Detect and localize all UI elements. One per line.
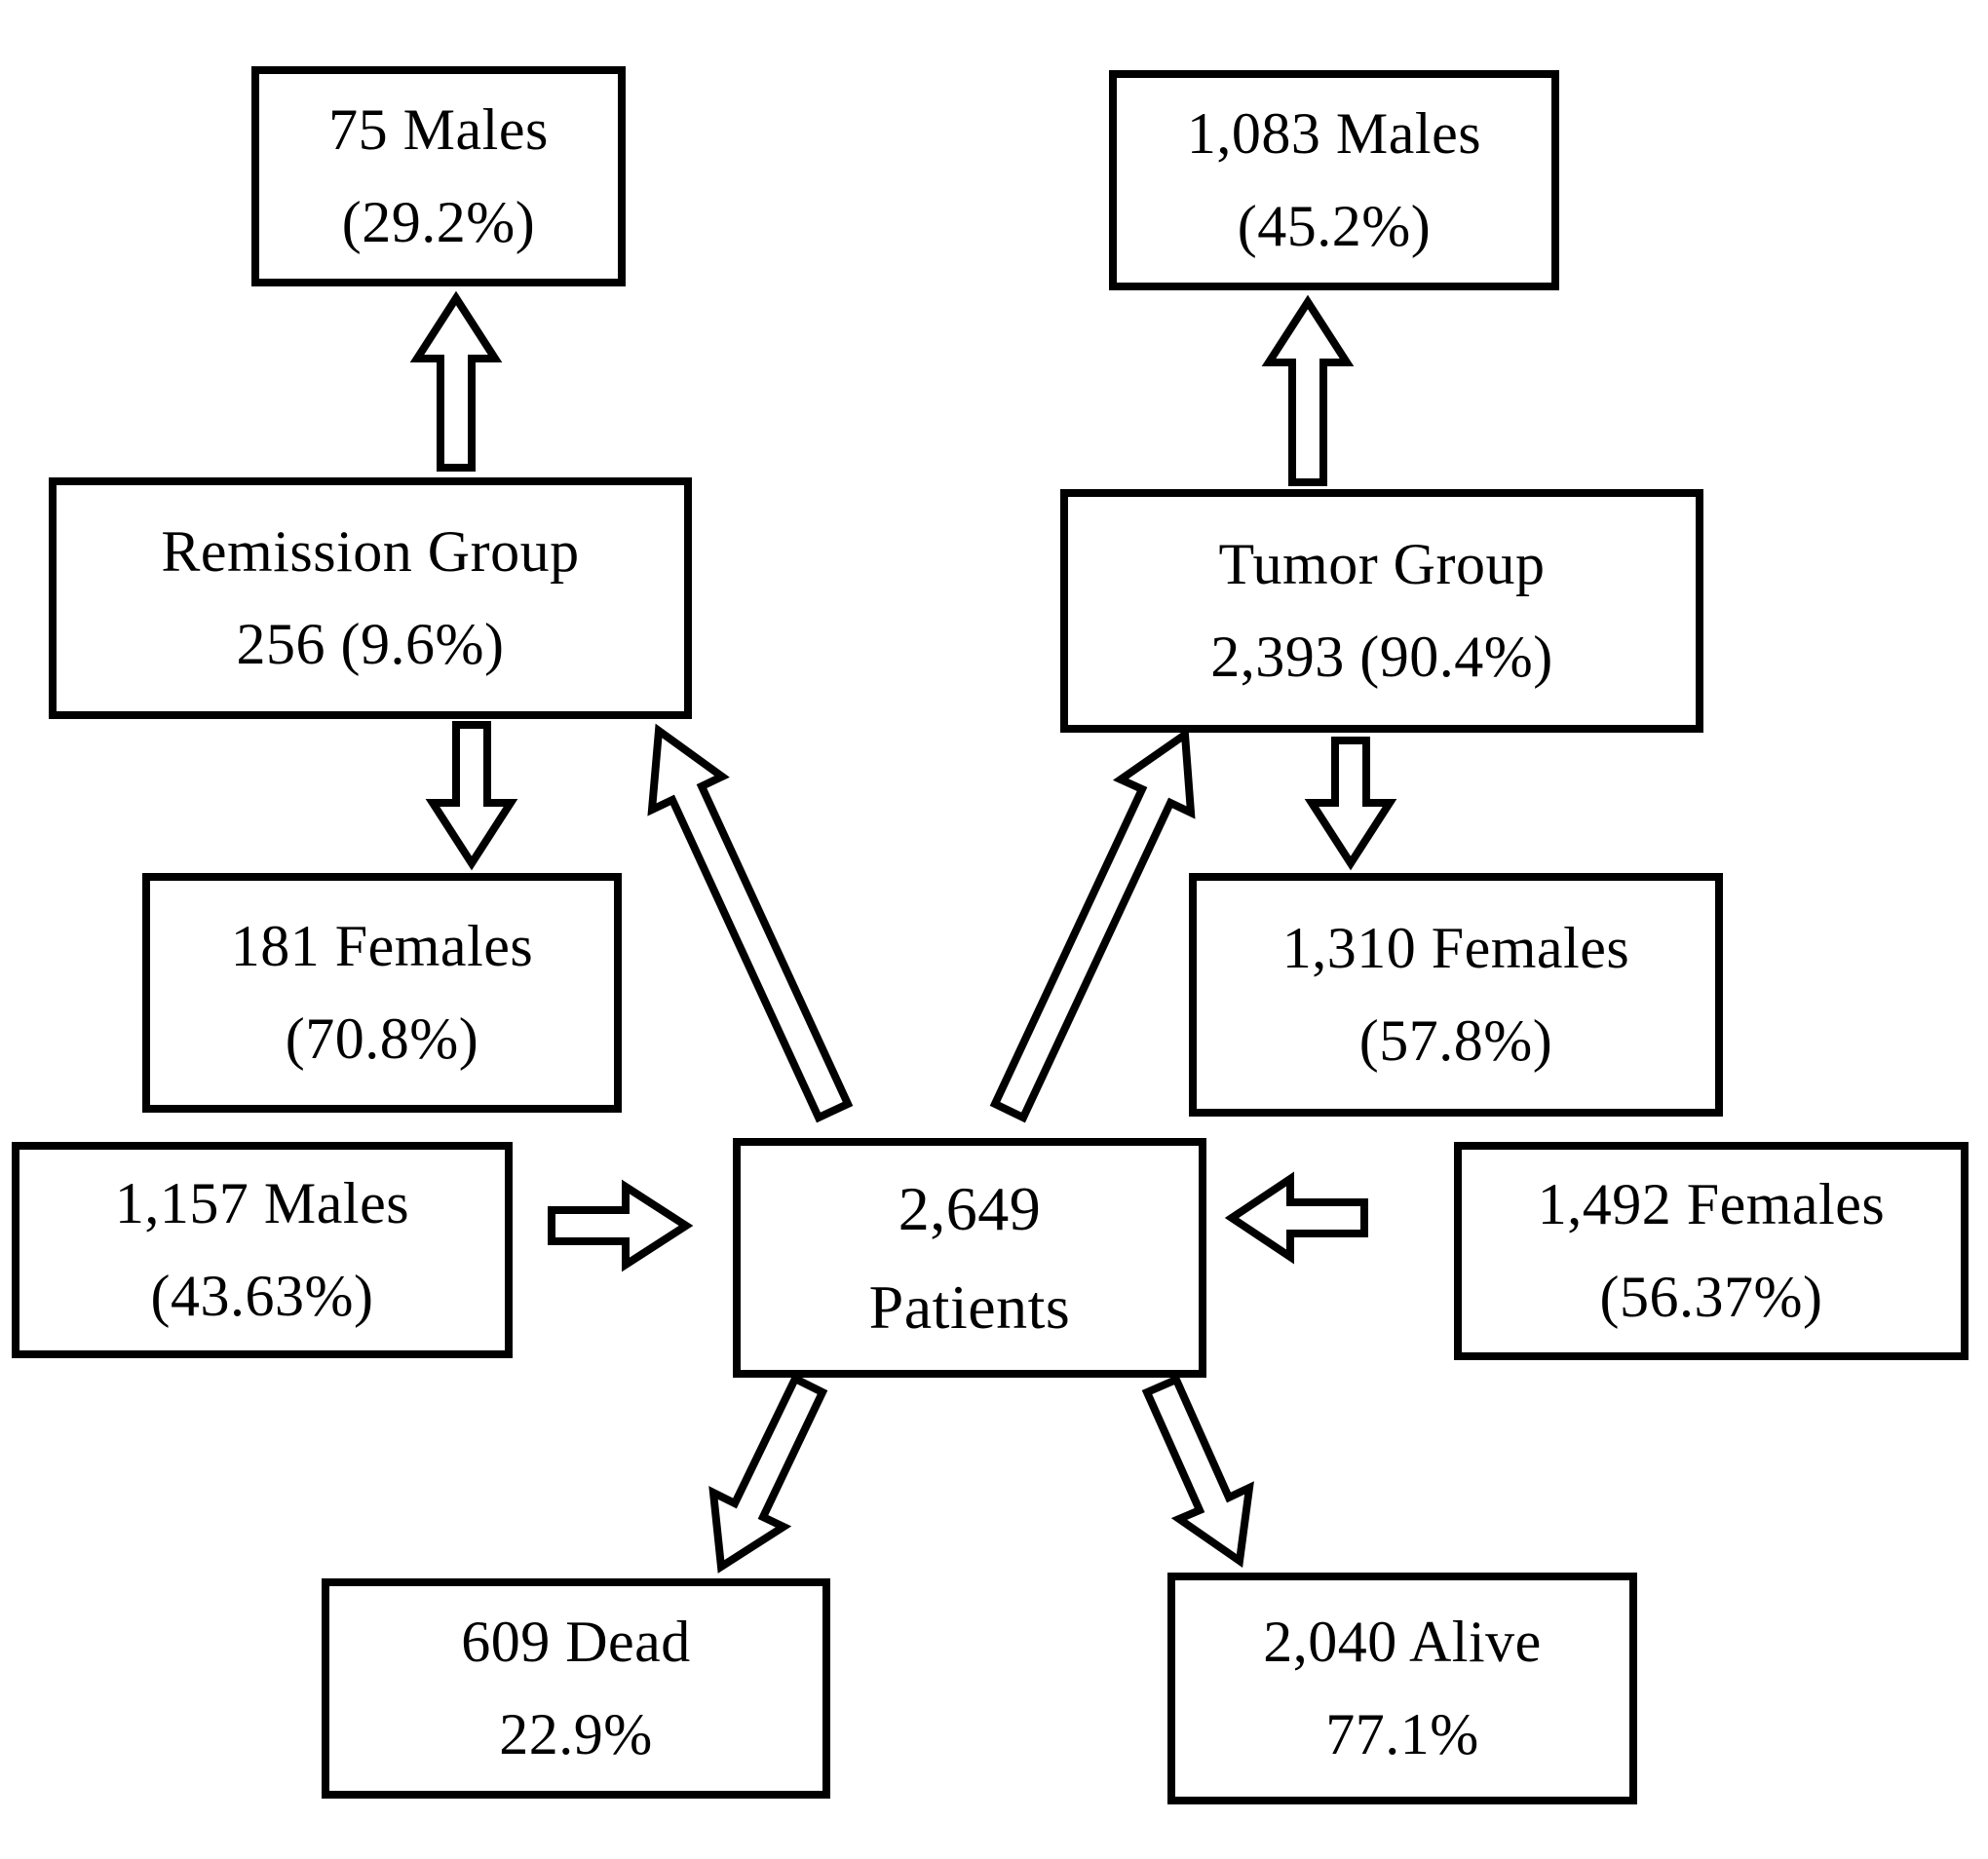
box-males-1083-line2: (45.2%) [1237,194,1432,258]
arrow-patients-to-tumor-icon [989,727,1196,1123]
box-dead-line2: 22.9% [499,1702,653,1766]
box-patients-total: 2,649 Patients [733,1138,1206,1378]
box-dead-line1: 609 Dead [461,1610,691,1675]
arrow-patients-to-remission-icon [647,723,854,1123]
arrow-males-1157-to-patients-icon [548,1179,694,1272]
box-dead: 609 Dead 22.9% [322,1578,830,1799]
box-tumor-group-line2: 2,393 (90.4%) [1210,625,1553,689]
box-alive: 2,040 Alive 77.1% [1167,1573,1637,1804]
arrow-remission-to-males-75-icon [409,290,503,472]
box-males-1083-line1: 1,083 Males [1186,101,1482,167]
box-tumor-group: Tumor Group 2,393 (90.4%) [1060,489,1703,733]
box-patients-total-line1: 2,649 [898,1173,1042,1243]
box-tumor-group-line1: Tumor Group [1218,532,1546,597]
arrow-tumor-to-males-1083-icon [1261,294,1355,486]
box-males-75-line1: 75 Males [328,97,549,163]
arrow-females-1492-to-patients-icon [1224,1171,1368,1265]
box-patients-total-line2: Patients [868,1272,1071,1342]
box-females-1492-line1: 1,492 Females [1537,1172,1886,1237]
box-females-1310-line1: 1,310 Females [1281,916,1630,981]
box-females-1310: 1,310 Females (57.8%) [1189,873,1723,1117]
box-females-181: 181 Females (70.8%) [142,873,622,1113]
box-alive-line1: 2,040 Alive [1263,1610,1542,1675]
box-males-1157: 1,157 Males (43.63%) [12,1142,513,1358]
box-males-75-line2: (29.2%) [341,190,536,254]
box-males-75: 75 Males (29.2%) [251,66,626,286]
box-males-1083: 1,083 Males (45.2%) [1109,70,1559,290]
box-females-1310-line2: (57.8%) [1358,1008,1553,1073]
box-females-181-line2: (70.8%) [285,1006,479,1071]
arrow-tumor-to-females-1310-icon [1304,737,1397,871]
box-females-181-line1: 181 Females [230,914,534,979]
box-males-1157-line1: 1,157 Males [114,1171,410,1236]
box-remission-group-line1: Remission Group [161,519,580,585]
box-males-1157-line2: (43.63%) [150,1264,374,1328]
box-alive-line2: 77.1% [1325,1702,1479,1766]
arrow-patients-to-alive-icon [1141,1374,1254,1569]
box-remission-group: Remission Group 256 (9.6%) [49,477,692,719]
box-females-1492: 1,492 Females (56.37%) [1454,1142,1969,1360]
box-remission-group-line2: 256 (9.6%) [236,612,505,676]
arrow-patients-to-dead-icon [708,1373,828,1574]
box-females-1492-line2: (56.37%) [1599,1265,1823,1329]
arrow-remission-to-females-181-icon [425,721,518,871]
